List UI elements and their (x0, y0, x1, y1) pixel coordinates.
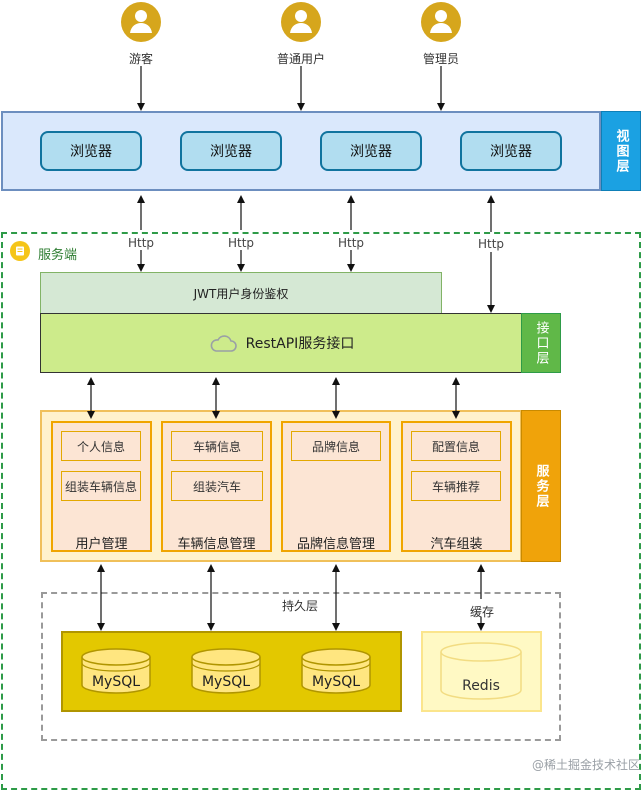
redis-label: Redis (462, 678, 500, 694)
jwt-auth-box: JWT用户身份鉴权 (40, 272, 442, 314)
actor-guest-label: 游客 (128, 52, 153, 66)
user-icon (281, 2, 321, 42)
mysql-label-1: MySQL (91, 674, 141, 690)
browser-box-3: 浏览器 (320, 131, 422, 171)
watermark: @稀土掘金技术社区 (531, 758, 640, 772)
browser-box-1: 浏览器 (40, 131, 142, 171)
submodule-assemble-car: 组装汽车 (171, 471, 263, 501)
user-icon (121, 2, 161, 42)
module-brand-info-management-label: 品牌信息管理 (296, 537, 375, 552)
restapi-box: RestAPI服务接口 (40, 313, 522, 373)
actor-user-label: 普通用户 (276, 52, 325, 66)
persistence-container (41, 592, 561, 741)
server-container (1, 232, 641, 790)
mysql-label-3: MySQL (311, 674, 361, 690)
submodule-assemble-vehicle-info: 组装车辆信息 (61, 471, 141, 501)
service-layer-label: 服务层 (533, 463, 549, 509)
http-label-1: Http (121, 236, 161, 250)
submodule-vehicle-info: 车辆信息 (171, 431, 263, 461)
http-label-2: Http (221, 236, 261, 250)
submodule-brand-info: 品牌信息 (291, 431, 381, 461)
actor-admin-label: 管理员 (422, 52, 459, 66)
server-title: 服务端 (38, 248, 78, 263)
persistence-label: 持久层 (281, 599, 318, 613)
module-car-assembly-label: 汽车组装 (430, 537, 483, 552)
browser-box-2: 浏览器 (180, 131, 282, 171)
server-icon (10, 241, 30, 261)
module-user-management-label: 用户管理 (75, 537, 128, 552)
redis-group (421, 631, 542, 712)
submodule-config-info: 配置信息 (411, 431, 501, 461)
restapi-label: RestAPI服务接口 (245, 336, 355, 352)
service-layer-tag: 服务层 (521, 410, 561, 562)
mysql-label-2: MySQL (201, 674, 251, 690)
interface-layer-tag: 接口层 (521, 313, 561, 373)
cloud-icon (208, 332, 238, 354)
http-label-3: Http (331, 236, 371, 250)
browser-box-4: 浏览器 (460, 131, 562, 171)
view-layer-tag: 视图层 (601, 111, 641, 191)
submodule-vehicle-recommendation: 车辆推荐 (411, 471, 501, 501)
submodule-personal-info: 个人信息 (61, 431, 141, 461)
interface-layer-label: 接口层 (533, 320, 549, 366)
cache-label: 缓存 (469, 605, 494, 619)
view-layer-label: 视图层 (613, 128, 629, 174)
user-icon (421, 2, 461, 42)
http-label-4: Http (471, 237, 511, 251)
module-vehicle-info-management-label: 车辆信息管理 (177, 537, 256, 552)
